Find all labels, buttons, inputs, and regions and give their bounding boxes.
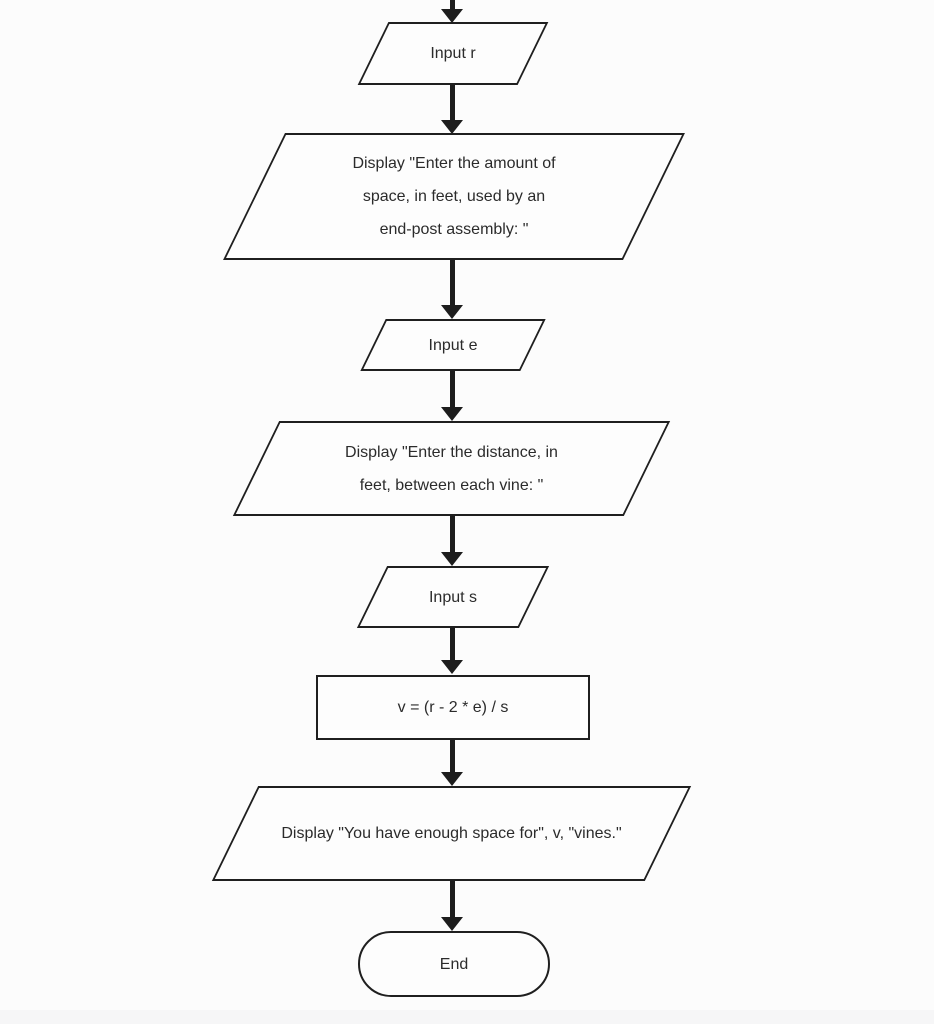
arrow-down-icon: [441, 305, 463, 319]
arrow-line: [449, 516, 455, 554]
label-line: v = (r - 2 * e) / s: [397, 699, 509, 716]
node-display-vine-distance-prompt: Display "Enter the distance, in feet, be…: [232, 421, 671, 516]
node-label: Input e: [373, 319, 533, 371]
label-line: Display "Enter the amount of: [352, 155, 556, 172]
arrow-down-icon: [441, 772, 463, 786]
connector-arrow-3: [440, 371, 464, 421]
label-line: end-post assembly: ": [379, 221, 529, 238]
node-label: End: [358, 931, 550, 997]
node-input-r: Input r: [357, 22, 549, 85]
bottom-strip: [0, 1010, 934, 1024]
label-line: space, in feet, used by an: [362, 188, 546, 205]
node-input-e: Input e: [360, 319, 546, 371]
arrow-line: [449, 881, 455, 919]
label-line: Display "You have enough space for", v, …: [281, 825, 622, 842]
terminator-shape: [358, 931, 550, 997]
label-line: feet, between each vine: ": [359, 476, 544, 494]
arrow-down-icon: [441, 660, 463, 674]
label-line: Input r: [430, 45, 476, 62]
node-display-endpost-prompt: Display "Enter the amount of space, in f…: [223, 133, 685, 260]
arrow-down-icon: [441, 9, 463, 23]
label-line: Input s: [428, 588, 478, 606]
label-line: Display "Enter the distance, in: [345, 443, 558, 461]
arrow-line: [449, 628, 455, 662]
node-end: End: [358, 931, 550, 997]
node-display-result: Display "You have enough space for", v, …: [211, 786, 692, 881]
label-line: Input e: [428, 336, 478, 354]
arrow-down-icon: [441, 552, 463, 566]
label-line: End: [439, 955, 469, 973]
node-label: v = (r - 2 * e) / s: [316, 675, 590, 740]
arrow-line: [449, 0, 455, 11]
connector-arrow-7: [440, 881, 464, 931]
node-label: Input r: [373, 22, 533, 85]
arrow-down-icon: [441, 407, 463, 421]
connector-arrow-6: [440, 740, 464, 786]
rectangle-shape: [316, 675, 590, 740]
connector-arrow-4: [440, 516, 464, 566]
node-label: Display "Enter the amount of space, in f…: [254, 133, 654, 260]
connector-arrow-1: [440, 85, 464, 134]
node-label: Display "You have enough space for", v, …: [235, 786, 668, 881]
connector-arrow-2: [440, 260, 464, 319]
arrow-line: [449, 85, 455, 122]
node-label: Display "Enter the distance, in feet, be…: [256, 421, 647, 516]
node-label: Input s: [372, 566, 534, 628]
connector-arrow-5: [440, 628, 464, 674]
connector-arrow-top: [440, 0, 464, 23]
node-compute-v: v = (r - 2 * e) / s: [316, 675, 590, 740]
arrow-line: [449, 260, 455, 307]
arrow-line: [449, 740, 455, 774]
arrow-line: [449, 371, 455, 409]
node-input-s: Input s: [356, 566, 550, 628]
arrow-down-icon: [441, 120, 463, 134]
arrow-down-icon: [441, 917, 463, 931]
